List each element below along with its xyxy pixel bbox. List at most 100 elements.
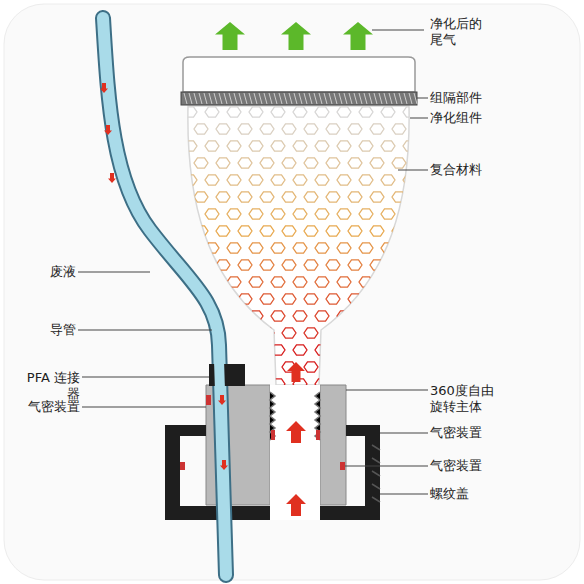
mesh-stroke xyxy=(239,93,242,104)
mesh-stroke xyxy=(324,93,327,104)
mesh-stroke xyxy=(379,93,382,104)
hex-cell xyxy=(381,107,395,117)
hex-cell xyxy=(260,192,274,202)
hex-cell xyxy=(326,294,340,304)
mesh-stroke xyxy=(254,93,257,104)
hex-cell xyxy=(216,294,230,304)
hex-cell xyxy=(315,277,329,287)
hex-cell xyxy=(326,260,340,270)
hex-cell xyxy=(337,209,351,219)
tube-outline xyxy=(103,18,226,575)
hex-cell xyxy=(282,328,296,338)
hex-cell xyxy=(359,345,373,355)
hex-cell xyxy=(238,158,252,168)
exhaust-arrows xyxy=(215,22,373,50)
hex-cell xyxy=(271,277,285,287)
hex-cell xyxy=(348,260,362,270)
hex-cell xyxy=(392,294,406,304)
flow-arrow xyxy=(286,421,306,443)
mesh-stroke xyxy=(204,93,207,104)
flow-arrow xyxy=(281,22,311,50)
hex-cell xyxy=(348,124,362,134)
hex-cell xyxy=(205,243,219,253)
hex-cell xyxy=(260,158,274,168)
top-cap xyxy=(183,57,415,92)
mesh-stroke xyxy=(244,93,247,104)
hex-cell xyxy=(194,260,208,270)
hex-cell xyxy=(359,107,373,117)
mesh-stroke xyxy=(349,93,352,104)
hex-cell xyxy=(183,379,197,389)
mesh-stroke xyxy=(284,93,287,104)
hex-cell xyxy=(260,260,274,270)
mesh-stroke xyxy=(199,93,202,104)
hex-cell xyxy=(271,243,285,253)
hex-cell xyxy=(359,311,373,321)
hex-cell xyxy=(359,209,373,219)
hex-cell xyxy=(227,345,241,355)
cap-thread xyxy=(372,445,380,502)
hex-cell xyxy=(370,328,384,338)
hex-cell xyxy=(304,192,318,202)
hex-cell xyxy=(238,260,252,270)
hex-cell xyxy=(249,243,263,253)
flow-arrow xyxy=(287,362,305,382)
hex-cell xyxy=(183,243,197,253)
hex-cell xyxy=(271,209,285,219)
hex-cell xyxy=(293,141,307,151)
hex-cell xyxy=(205,141,219,151)
hex-cell xyxy=(403,209,417,219)
hex-cell xyxy=(216,192,230,202)
part-label: 气密装置 xyxy=(430,458,482,474)
mesh-stroke xyxy=(219,93,222,104)
hex-cell xyxy=(326,328,340,338)
hex-cell xyxy=(381,141,395,151)
flow-arrow xyxy=(215,22,245,50)
seal xyxy=(180,395,345,470)
hex-cell xyxy=(249,141,263,151)
mesh-stroke xyxy=(354,93,357,104)
hex-cell xyxy=(381,311,395,321)
background xyxy=(4,4,580,580)
hex-cell xyxy=(403,311,417,321)
flow-arrow xyxy=(100,83,108,93)
hex-cell xyxy=(326,362,340,372)
mesh-stroke xyxy=(269,93,272,104)
hex-cell xyxy=(260,226,274,236)
mesh-stroke xyxy=(344,93,347,104)
part-label: 废液 xyxy=(20,264,76,280)
hex-cell xyxy=(304,158,318,168)
hex-cell xyxy=(216,124,230,134)
hex-cell xyxy=(315,209,329,219)
hex-cell xyxy=(348,226,362,236)
flow-arrow xyxy=(220,460,228,470)
mesh-stroke xyxy=(304,93,307,104)
mesh-stroke xyxy=(334,93,337,104)
separator-mesh xyxy=(184,93,417,104)
hex-cell xyxy=(238,294,252,304)
hex-cell xyxy=(381,175,395,185)
hex-cell xyxy=(205,277,219,287)
hex-cell xyxy=(403,243,417,253)
hex-cell xyxy=(381,209,395,219)
part-label: 螺纹盖 xyxy=(430,486,469,502)
hex-cell xyxy=(403,141,417,151)
mesh-stroke xyxy=(234,93,237,104)
hex-cell xyxy=(227,107,241,117)
hex-cell xyxy=(348,362,362,372)
mesh-stroke xyxy=(214,93,217,104)
hex-cell xyxy=(392,158,406,168)
hex-cell xyxy=(293,345,307,355)
hex-cell xyxy=(194,124,208,134)
mesh-stroke xyxy=(264,93,267,104)
hex-cell xyxy=(293,243,307,253)
hex-cell xyxy=(370,158,384,168)
hex-cell xyxy=(337,243,351,253)
flow-arrow xyxy=(343,22,373,50)
mesh-stroke xyxy=(414,93,417,104)
part-label: 360度自由 旋转主体 xyxy=(430,383,500,415)
hex-cell xyxy=(370,124,384,134)
mesh-stroke xyxy=(299,93,302,104)
hex-cell xyxy=(293,175,307,185)
